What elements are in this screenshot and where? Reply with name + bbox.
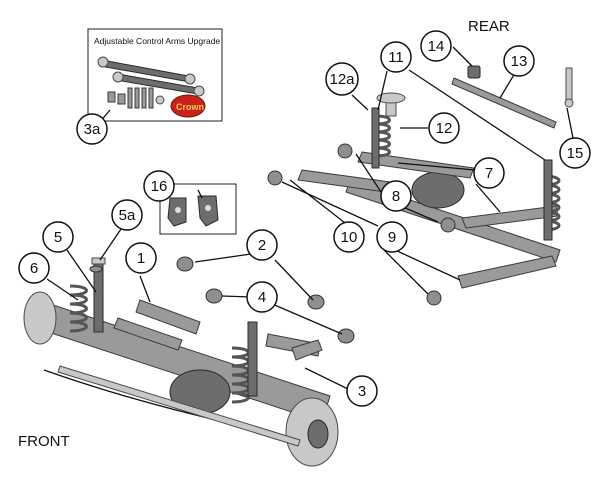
svg-text:10: 10 xyxy=(341,229,358,246)
callout-9: 9 xyxy=(376,221,408,253)
svg-text:15: 15 xyxy=(567,145,584,162)
callout-12a: 12a xyxy=(325,62,359,96)
svg-text:12a: 12a xyxy=(329,71,355,88)
svg-text:3: 3 xyxy=(358,383,366,400)
upgrade-inset: Adjustable Control Arms Upgrade Crown xyxy=(87,28,223,122)
callout-4: 4 xyxy=(246,281,278,313)
upgrade-title: Adjustable Control Arms Upgrade xyxy=(94,36,220,46)
callout-8: 8 xyxy=(380,180,412,212)
callout-3: 3 xyxy=(346,375,378,407)
svg-text:12: 12 xyxy=(436,120,453,137)
adjustable-arm-image xyxy=(97,56,205,97)
callout-3a: 3a xyxy=(76,113,108,145)
callout-1: 1 xyxy=(125,242,157,274)
callout-16: 16 xyxy=(143,170,175,202)
callout-2: 2 xyxy=(246,229,278,261)
svg-text:5a: 5a xyxy=(119,207,136,224)
front-label: FRONT xyxy=(18,433,70,450)
svg-text:8: 8 xyxy=(392,188,400,205)
callout-11: 11 xyxy=(380,41,412,73)
front-axle-assembly xyxy=(23,257,339,467)
svg-text:9: 9 xyxy=(388,229,396,246)
callout-14: 14 xyxy=(420,30,452,62)
svg-text:2: 2 xyxy=(258,237,266,254)
callout-12: 12 xyxy=(428,112,460,144)
hardware-image xyxy=(107,87,165,109)
callout-15: 15 xyxy=(559,137,591,169)
svg-text:14: 14 xyxy=(428,38,445,55)
svg-text:16: 16 xyxy=(151,178,168,195)
rear-bushings xyxy=(267,143,456,306)
crown-logo: Crown xyxy=(170,94,206,118)
svg-text:11: 11 xyxy=(388,49,404,66)
callout-5: 5 xyxy=(42,221,74,253)
svg-text:3a: 3a xyxy=(84,121,101,138)
callout-13: 13 xyxy=(503,45,535,77)
callout-5a: 5a xyxy=(111,199,143,231)
callout-7: 7 xyxy=(473,157,505,189)
rear-label: REAR xyxy=(468,18,510,35)
svg-text:5: 5 xyxy=(54,229,62,246)
svg-text:4: 4 xyxy=(258,289,266,306)
front-bushings xyxy=(89,256,355,344)
svg-text:13: 13 xyxy=(511,53,528,70)
crown-logo-text: Crown xyxy=(176,102,204,112)
callout-6: 6 xyxy=(18,252,50,284)
svg-text:6: 6 xyxy=(30,260,38,277)
svg-text:1: 1 xyxy=(137,250,145,267)
rear-axle-assembly xyxy=(297,65,574,289)
svg-text:7: 7 xyxy=(485,165,493,182)
callout-10: 10 xyxy=(333,221,365,253)
